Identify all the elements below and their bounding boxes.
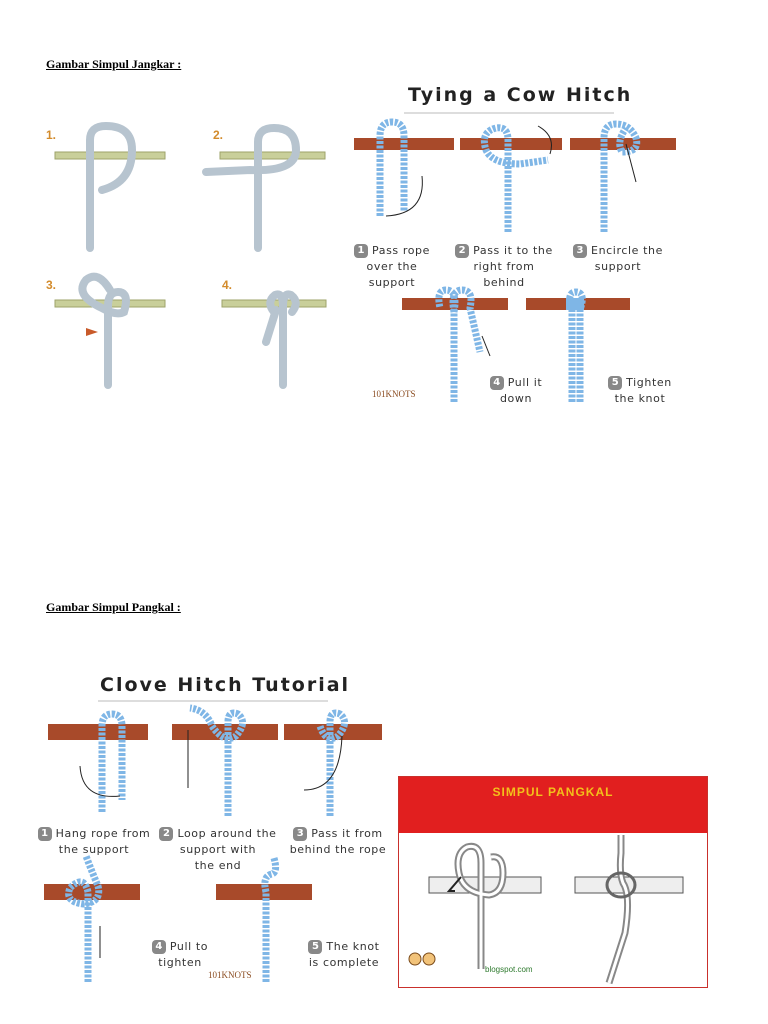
support-bar [354,138,454,150]
rope [90,126,132,248]
rope [609,835,628,983]
support-bar [48,724,148,740]
cow-step-5-caption: 5 Tighten the knot [598,375,682,407]
clove-step-4-line-1: Pull to [170,940,208,953]
cow-step-4-line-2: down [476,391,556,407]
cow-step-2-line-1: Pass it to the [473,244,553,257]
clove-heading: Gambar Simpul Pangkal : [46,600,181,615]
clove-step-2-line-2: support with [156,842,280,858]
cow-step-1-number: 1 [354,244,368,258]
clove-step-1-caption: 1 Hang rope from the support [36,826,152,858]
clove-hitch-title: Clove Hitch Tutorial [100,674,350,696]
cow-step-4-caption: 4 Pull it down [476,375,556,407]
clove-step-4-caption: 4 Pull to tighten [140,939,220,971]
clove-step-3-number: 3 [293,827,307,841]
arrow [86,328,98,336]
clove-step-2-caption: 2 Loop around the support with the end [156,826,280,874]
arrow [482,336,490,356]
cow-step-2-number: 2 [455,244,469,258]
rope [206,128,296,248]
cow-step-2-line-2: right from [448,259,560,275]
clove-step-3-line-2: behind the rope [282,842,394,858]
pole [429,877,541,893]
rope [380,122,404,216]
clove-step-2-line-1: Loop around the [177,827,276,840]
mascot-icon [423,953,435,965]
cow-hitch-logo: 101KNOTS [372,389,416,399]
cow-step-5-number: 5 [608,376,622,390]
clove-hitch-logo: 101KNOTS [208,970,252,980]
clove-step-4-number: 4 [152,940,166,954]
cow-step-4-number: 4 [490,376,504,390]
clove-step-2-number: 2 [159,827,173,841]
cow-step-5-line-1: Tighten [626,376,672,389]
support-bar [44,884,140,900]
clove-step-5-line-2: is complete [296,955,392,971]
pole [55,152,165,159]
rope [265,858,276,982]
rope [69,856,99,982]
rope [458,846,503,969]
cow-step-2-caption: 2 Pass it to the right from behind [448,243,560,291]
clove-step-1-line-1: Hang rope from [56,827,151,840]
clove-step-4-line-2: tighten [140,955,220,971]
cow-step-4-line-1: Pull it [508,376,543,389]
clove-step-1-line-2: the support [36,842,152,858]
cow-step-2-line-3: behind [448,275,560,291]
cow-step-3-caption: 3 Encircle the support [564,243,672,275]
cow-step-1-line-3: support [346,275,438,291]
mascot-icon [409,953,421,965]
clove-step-5-line-1: The knot [326,940,379,953]
cow-step-1-line-1: Pass rope [372,244,430,257]
cow-step-5-line-2: the knot [598,391,682,407]
pole [220,152,325,159]
cow-step-3-number: 3 [573,244,587,258]
clove-step-5-number: 5 [308,940,322,954]
simpul-pangkal-panel: SIMPUL PANGKAL blogspot.com [398,776,708,988]
panel-illustration [399,833,705,985]
clove-step-2-line-3: the end [156,858,280,874]
cow-step-3-line-1: Encircle the [591,244,663,257]
cow-step-3-line-2: support [564,259,672,275]
clove-step-3-line-1: Pass it from [311,827,383,840]
arrow [304,736,342,790]
rope [266,294,296,385]
clove-step-3-caption: 3 Pass it from behind the rope [282,826,394,858]
clove-step-5-caption: 5 The knot is complete [296,939,392,971]
jangkar-illustration [40,120,380,390]
cow-hitch-title: Tying a Cow Hitch [408,84,632,106]
panel-title: SIMPUL PANGKAL [399,785,707,799]
blog-label: blogspot.com [485,965,533,974]
cow-step-1-line-2: over the [346,259,438,275]
cow-step-1-caption: 1 Pass rope over the support [346,243,438,291]
knot [566,298,584,310]
clove-step-1-number: 1 [38,827,52,841]
anchor-heading: Gambar Simpul Jangkar : [46,57,181,72]
